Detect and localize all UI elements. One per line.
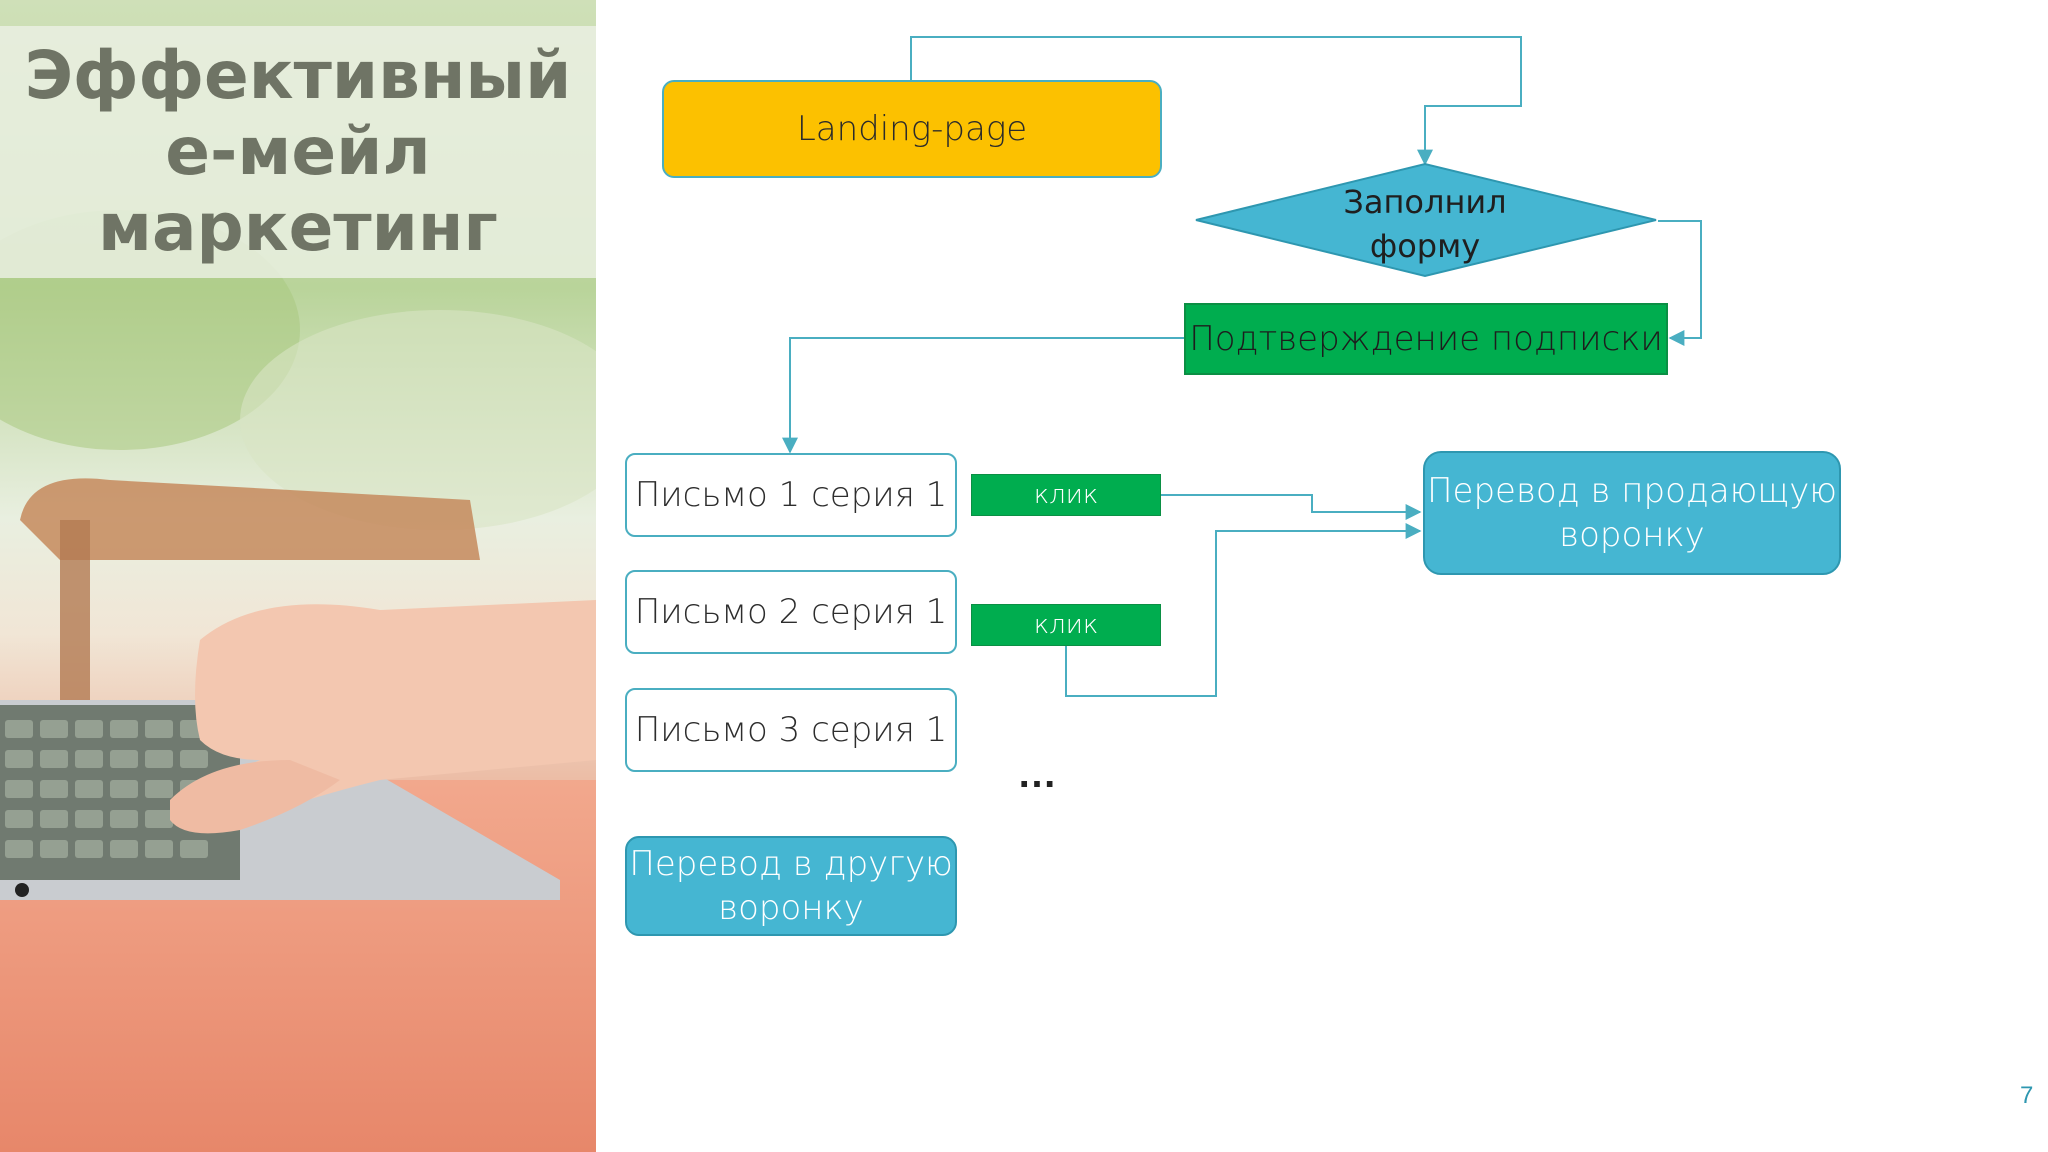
decision-diamond	[1195, 162, 1657, 278]
connector-click1-to-sell	[1161, 494, 1422, 520]
subscription-confirm-node: Подтверждение подписки	[1184, 303, 1668, 375]
letter-3-node: Письмо 3 серия 1	[625, 688, 957, 772]
connector-decision-to-confirm	[1658, 220, 1702, 346]
connector-landing-to-decision	[910, 36, 1522, 166]
laptop-photo-illustration	[0, 210, 596, 1152]
decision-label: Заполнил форму	[1343, 183, 1507, 265]
click-label-2: клик	[971, 604, 1161, 646]
more-letters-ellipsis: …	[1017, 752, 1059, 796]
connector-confirm-to-letter1	[782, 337, 1184, 454]
sales-funnel-node: Перевод в продающую воронку	[1423, 451, 1841, 575]
landing-page-node: Landing-page	[662, 80, 1162, 178]
connector-click2-to-sell	[1065, 523, 1422, 697]
letter-1-node: Письмо 1 серия 1	[625, 453, 957, 537]
other-funnel-node: Перевод в другую воронку	[625, 836, 957, 936]
click-label-1: клик	[971, 474, 1161, 516]
letter-2-node: Письмо 2 серия 1	[625, 570, 957, 654]
page-number: 7	[2020, 1082, 2034, 1109]
background-photo: Эффективный е-мейл маркетинг	[0, 0, 596, 1152]
slide-title: Эффективный е-мейл маркетинг	[24, 37, 572, 266]
title-band: Эффективный е-мейл маркетинг	[0, 26, 596, 278]
